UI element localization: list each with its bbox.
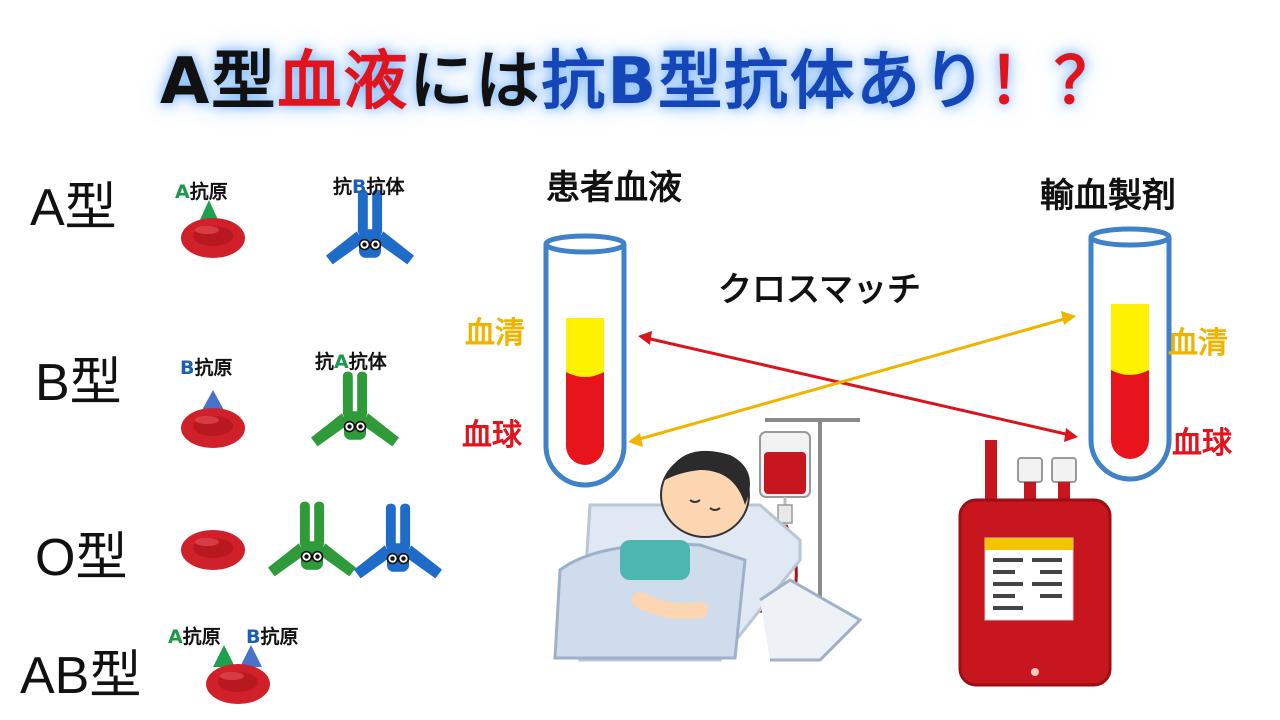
title-anti-b-antibody: 抗B型抗体 [541,45,857,119]
transfusion-product-label: 輸血製剤 [1040,176,1176,216]
title-a-type: A型 [159,45,278,119]
a-antigen-triangle [199,200,219,222]
b-antigen-triangle [201,390,225,412]
a-antigen-letter: A [175,181,190,203]
patient-serum-label: 血清 [465,316,525,351]
anti-b-letter: B [352,176,367,198]
iv-drip-icon [699,418,860,660]
ab-b-antigen-letter: B [246,626,261,648]
ab-type-label: AB型 [20,647,142,705]
ab-b-antigen-word: 抗原 [260,626,299,648]
title-exclaim-question: ！？ [988,45,1121,119]
b-antigen-word: 抗原 [194,357,233,379]
b-type-red-cell [181,390,245,448]
anti-a-antibody-icon [310,370,400,448]
a-type-label: A型 [30,179,117,237]
o-type-label: O型 [35,529,128,587]
b-antigen-label: B抗原 [180,353,233,380]
product-test-tube [1088,226,1172,482]
ab-a-antigen-letter: A [168,626,183,648]
o-type-red-cell [181,530,245,570]
ab-a-antigen-triangle [213,645,235,667]
o-type-anti-a-antibody-icon [267,500,357,578]
red-crossmatch-arrow [638,331,1078,442]
title-blood: 血液 [277,45,410,119]
crossmatch-title: クロスマッチ [718,270,921,310]
anti-a-pre: 抗 [315,351,335,373]
ab-b-antigen-triangle [240,645,262,667]
anti-b-pre: 抗 [333,176,353,198]
anti-a-post: 抗体 [348,351,387,373]
product-serum-label: 血清 [1168,326,1228,361]
ab-type-red-cell [206,645,270,704]
ab-b-antigen-label: B抗原 [246,622,299,649]
title-ari: あり [856,45,989,119]
page-title: A型血液には抗B型抗体あり！？ [0,30,1280,122]
anti-b-antibody-label: 抗B抗体 [333,172,405,199]
anti-b-antibody-icon [325,188,415,266]
product-blood-cells-label: 血球 [1172,426,1232,461]
a-antigen-word: 抗原 [189,181,228,203]
b-type-label: B型 [35,354,122,412]
patient-blood-label: 患者血液 [546,168,682,208]
ab-a-antigen-word: 抗原 [182,626,221,648]
b-antigen-letter: B [180,357,195,379]
a-type-red-cell [181,200,245,258]
title-niwa: には [409,45,542,119]
patient-in-bed-illustration [553,450,863,662]
a-antigen-label: A抗原 [175,177,228,204]
anti-a-antibody-label: 抗A抗体 [315,347,387,374]
anti-a-letter: A [334,351,349,373]
yellow-crossmatch-arrow [628,311,1076,447]
o-type-anti-b-antibody-icon [353,502,443,580]
anti-b-post: 抗体 [366,176,405,198]
ab-a-antigen-label: A抗原 [168,622,221,649]
blood-product-bag-icon [958,440,1112,687]
patient-test-tube [543,233,627,488]
patient-blood-cells-label: 血球 [462,418,522,453]
